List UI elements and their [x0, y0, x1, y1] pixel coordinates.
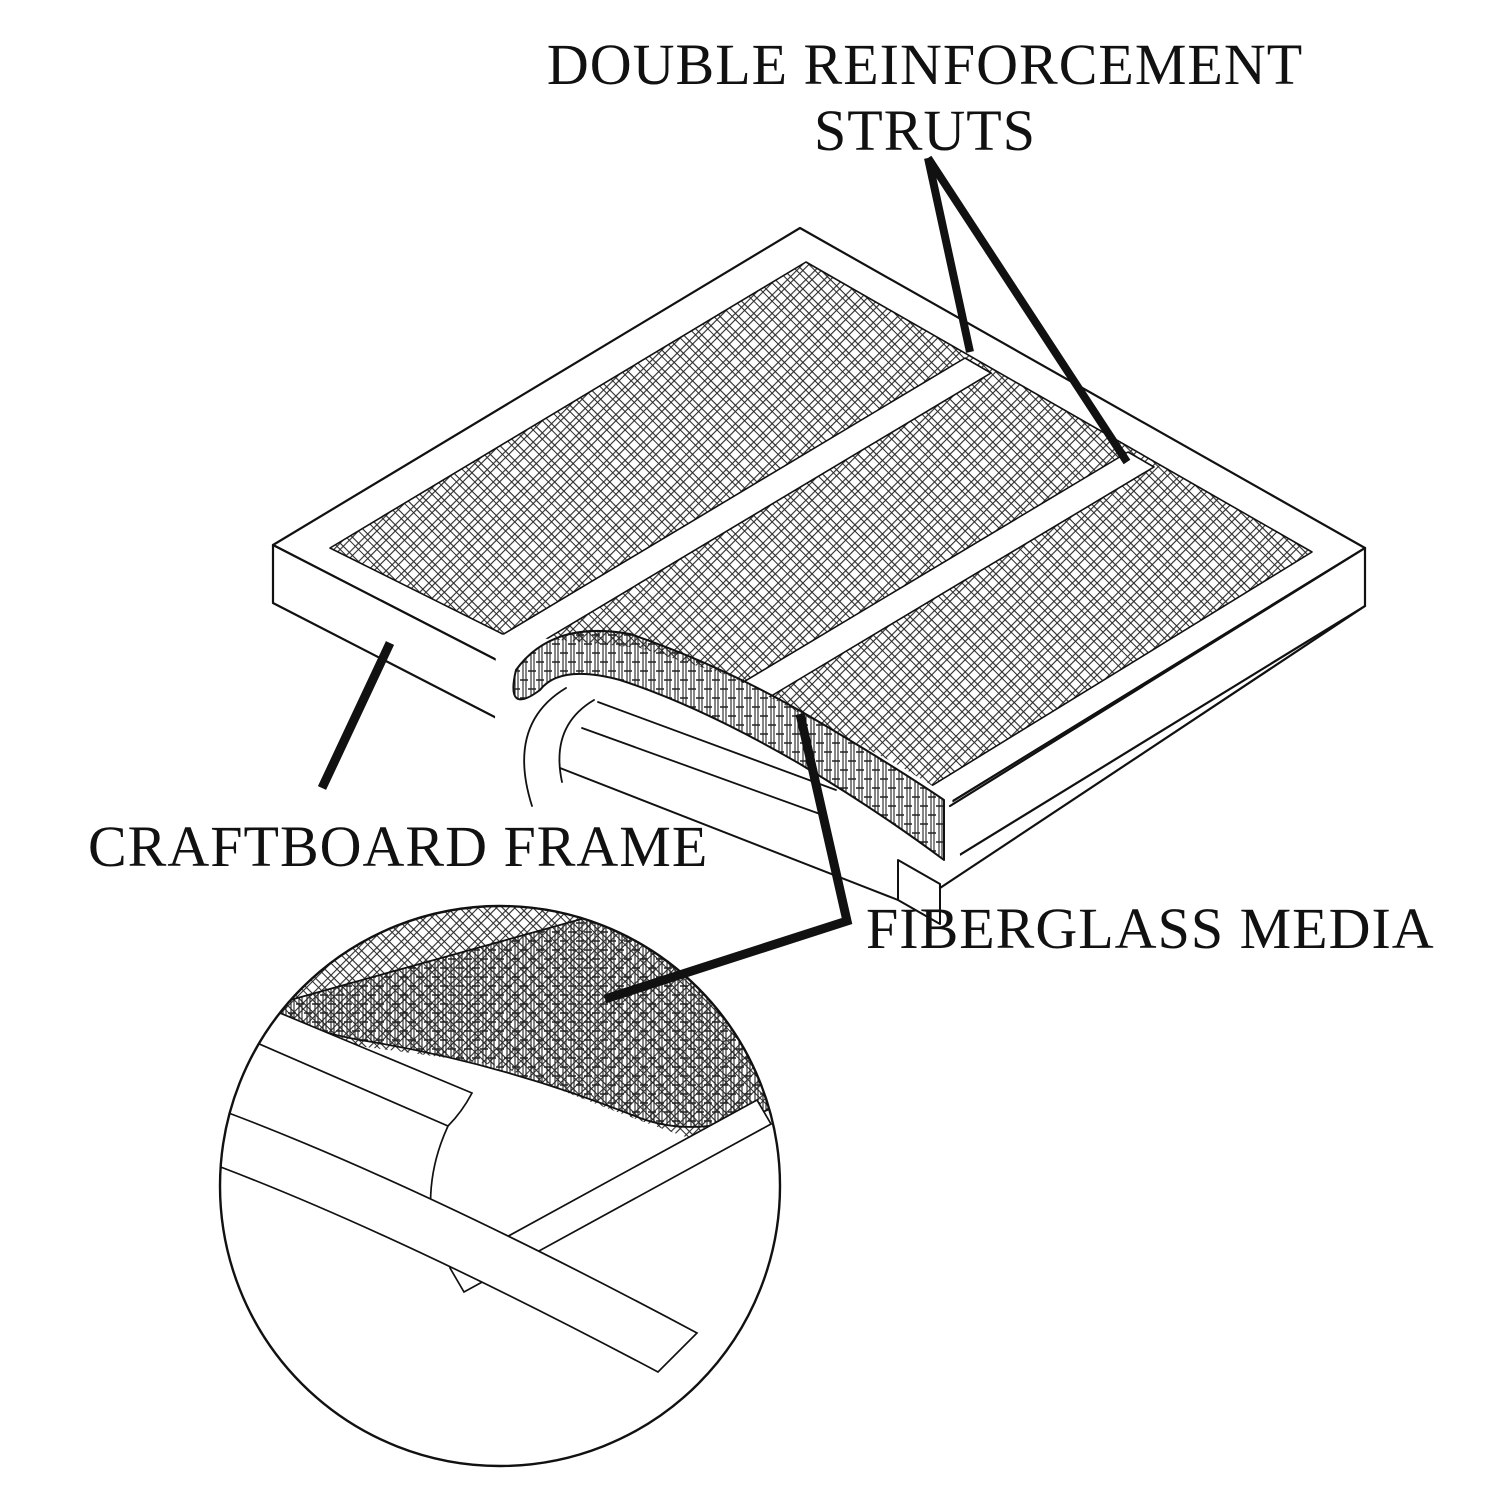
frame-cut-edge-inner: [558, 699, 595, 783]
label-double-reinforcement-line1: DOUBLE REINFORCEMENT: [547, 32, 1303, 97]
leader-strut-2: [924, 155, 1131, 465]
detail-strut-band-cross: [448, 1098, 773, 1294]
strut-in-cutaway-bottom-edge: [581, 727, 821, 815]
strut-in-cutaway-top-edge: [597, 701, 837, 791]
leader-frame: [317, 641, 395, 790]
filter-isometric-view: [271, 226, 1367, 944]
media-cross-section: [512, 630, 945, 861]
leader-lines: [317, 155, 1131, 1004]
frame-cut-edge-outer: [523, 687, 567, 807]
leader-media: [603, 713, 853, 1004]
frame-channel-foot: [897, 859, 941, 925]
labels: DOUBLE REINFORCEMENT STRUTS CRAFTBOARD F…: [88, 32, 1435, 961]
detail-frame-band: [220, 1110, 699, 1374]
frame-right-top-edge: [948, 546, 1367, 808]
leader-strut-1: [924, 157, 974, 353]
label-craftboard-frame: CRAFTBOARD FRAME: [88, 814, 708, 879]
detail-circle-view: [218, 904, 782, 1468]
label-double-reinforcement-line2: STRUTS: [814, 98, 1036, 163]
detail-circle-outline: [218, 904, 782, 1468]
detail-strut-band-upper: [248, 1006, 474, 1128]
cutaway-notch: [495, 634, 968, 944]
frame-right-bottom-edge: [938, 604, 1367, 890]
label-fiberglass-media: FIBERGLASS MEDIA: [866, 896, 1435, 961]
